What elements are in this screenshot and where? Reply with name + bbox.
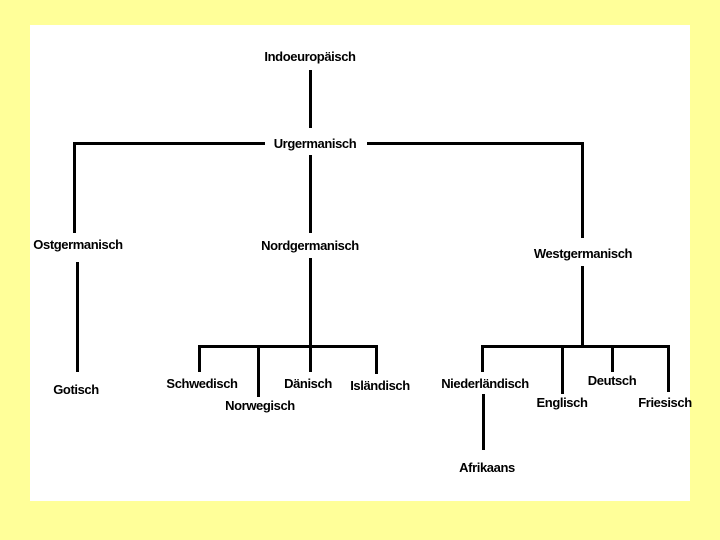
connector-nordgermanisch-stem: [309, 258, 312, 345]
node-afrikaans: Afrikaans: [459, 460, 515, 475]
node-englisch: Englisch: [536, 395, 588, 410]
connector-westgermanisch-stem: [581, 266, 584, 345]
connector-niederlaendisch-afrikaans: [482, 394, 485, 450]
node-deutsch: Deutsch: [587, 373, 637, 388]
node-islaendisch: Isländisch: [350, 378, 410, 393]
connector-westgermanisch-bar: [481, 345, 670, 348]
connector-drop-norwegisch: [257, 345, 260, 397]
node-norwegisch: Norwegisch: [225, 398, 295, 413]
connector-urgermanisch-westgermanisch: [581, 142, 584, 238]
connector-drop-niederlaendisch: [481, 345, 484, 372]
node-urgermanisch: Urgermanisch: [273, 136, 357, 151]
connector-urgermanisch-nordgermanisch: [309, 155, 312, 233]
node-schwedisch: Schwedisch: [166, 376, 238, 391]
node-daenisch: Dänisch: [284, 376, 332, 391]
connector-ostgermanisch-gotisch: [76, 262, 79, 372]
connector-drop-daenisch: [309, 345, 312, 372]
node-westgermanisch: Westgermanisch: [533, 246, 633, 261]
connector-drop-deutsch: [611, 345, 614, 372]
node-friesisch: Friesisch: [638, 395, 692, 410]
connector-drop-friesisch: [667, 345, 670, 392]
node-niederlaendisch: Niederländisch: [441, 376, 529, 391]
node-ostgermanisch: Ostgermanisch: [33, 237, 123, 252]
connector-urgermanisch-left-arm: [73, 142, 265, 145]
connector-drop-englisch: [561, 345, 564, 394]
connector-urgermanisch-ostgermanisch: [73, 142, 76, 233]
node-indoeuropaeisch: Indoeuropäisch: [264, 49, 356, 64]
connector-drop-islaendisch: [375, 345, 378, 374]
node-gotisch: Gotisch: [53, 382, 99, 397]
connector-drop-schwedisch: [198, 345, 201, 372]
diagram-panel: [30, 25, 690, 501]
connector-indoeuropaeisch-urgermanisch: [309, 70, 312, 128]
connector-nordgermanisch-bar: [198, 345, 378, 348]
connector-urgermanisch-right-arm: [367, 142, 584, 145]
node-nordgermanisch: Nordgermanisch: [261, 238, 359, 253]
